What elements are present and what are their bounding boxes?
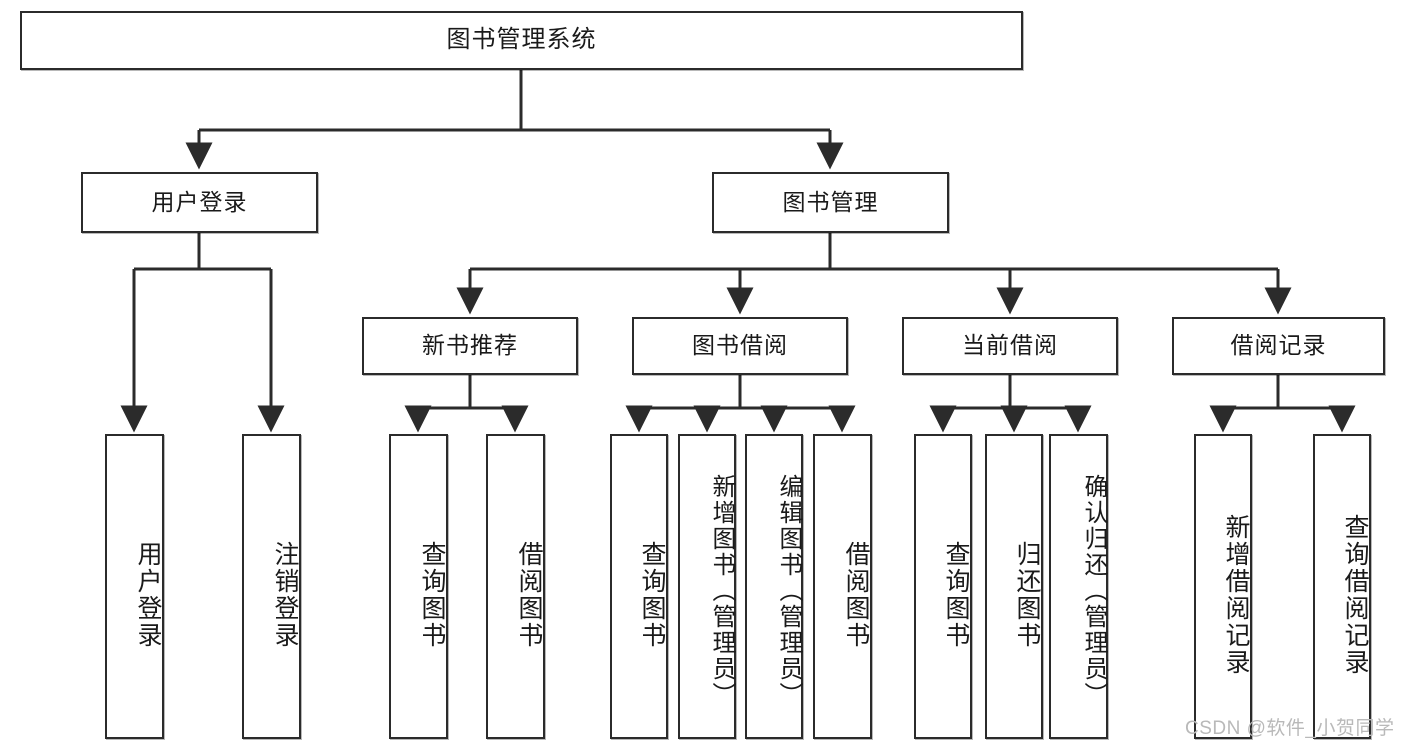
node-user-login[interactable]: 用户登录 [81,172,318,233]
leaf-query-book-2[interactable]: 查询图书 [610,434,668,739]
leaf-edit-book[interactable]: 编辑图书（管理员） [745,434,803,739]
leaf-return-book[interactable]: 归还图书 [985,434,1043,739]
node-root[interactable]: 图书管理系统 [20,11,1023,70]
node-new-book-rec[interactable]: 新书推荐 [362,317,578,375]
leaf-borrow-book-1[interactable]: 借阅图书 [486,434,545,739]
leaf-logout[interactable]: 注销登录 [242,434,301,739]
leaf-borrow-book-2[interactable]: 借阅图书 [813,434,872,739]
leaf-query-record[interactable]: 查询借阅记录 [1313,434,1371,739]
node-borrow-record[interactable]: 借阅记录 [1172,317,1385,375]
leaf-confirm-return[interactable]: 确认归还（管理员） [1049,434,1108,739]
leaf-query-book-3[interactable]: 查询图书 [914,434,972,739]
csdn-watermark: CSDN @软件_小贺同学 [1185,718,1395,739]
node-current-borrow[interactable]: 当前借阅 [902,317,1118,375]
node-book-manage[interactable]: 图书管理 [712,172,949,233]
leaf-user-login[interactable]: 用户登录 [105,434,164,739]
leaf-query-book-1[interactable]: 查询图书 [389,434,448,739]
leaf-add-book[interactable]: 新增图书（管理员） [678,434,736,739]
leaf-add-record[interactable]: 新增借阅记录 [1194,434,1252,739]
node-book-borrow[interactable]: 图书借阅 [632,317,848,375]
